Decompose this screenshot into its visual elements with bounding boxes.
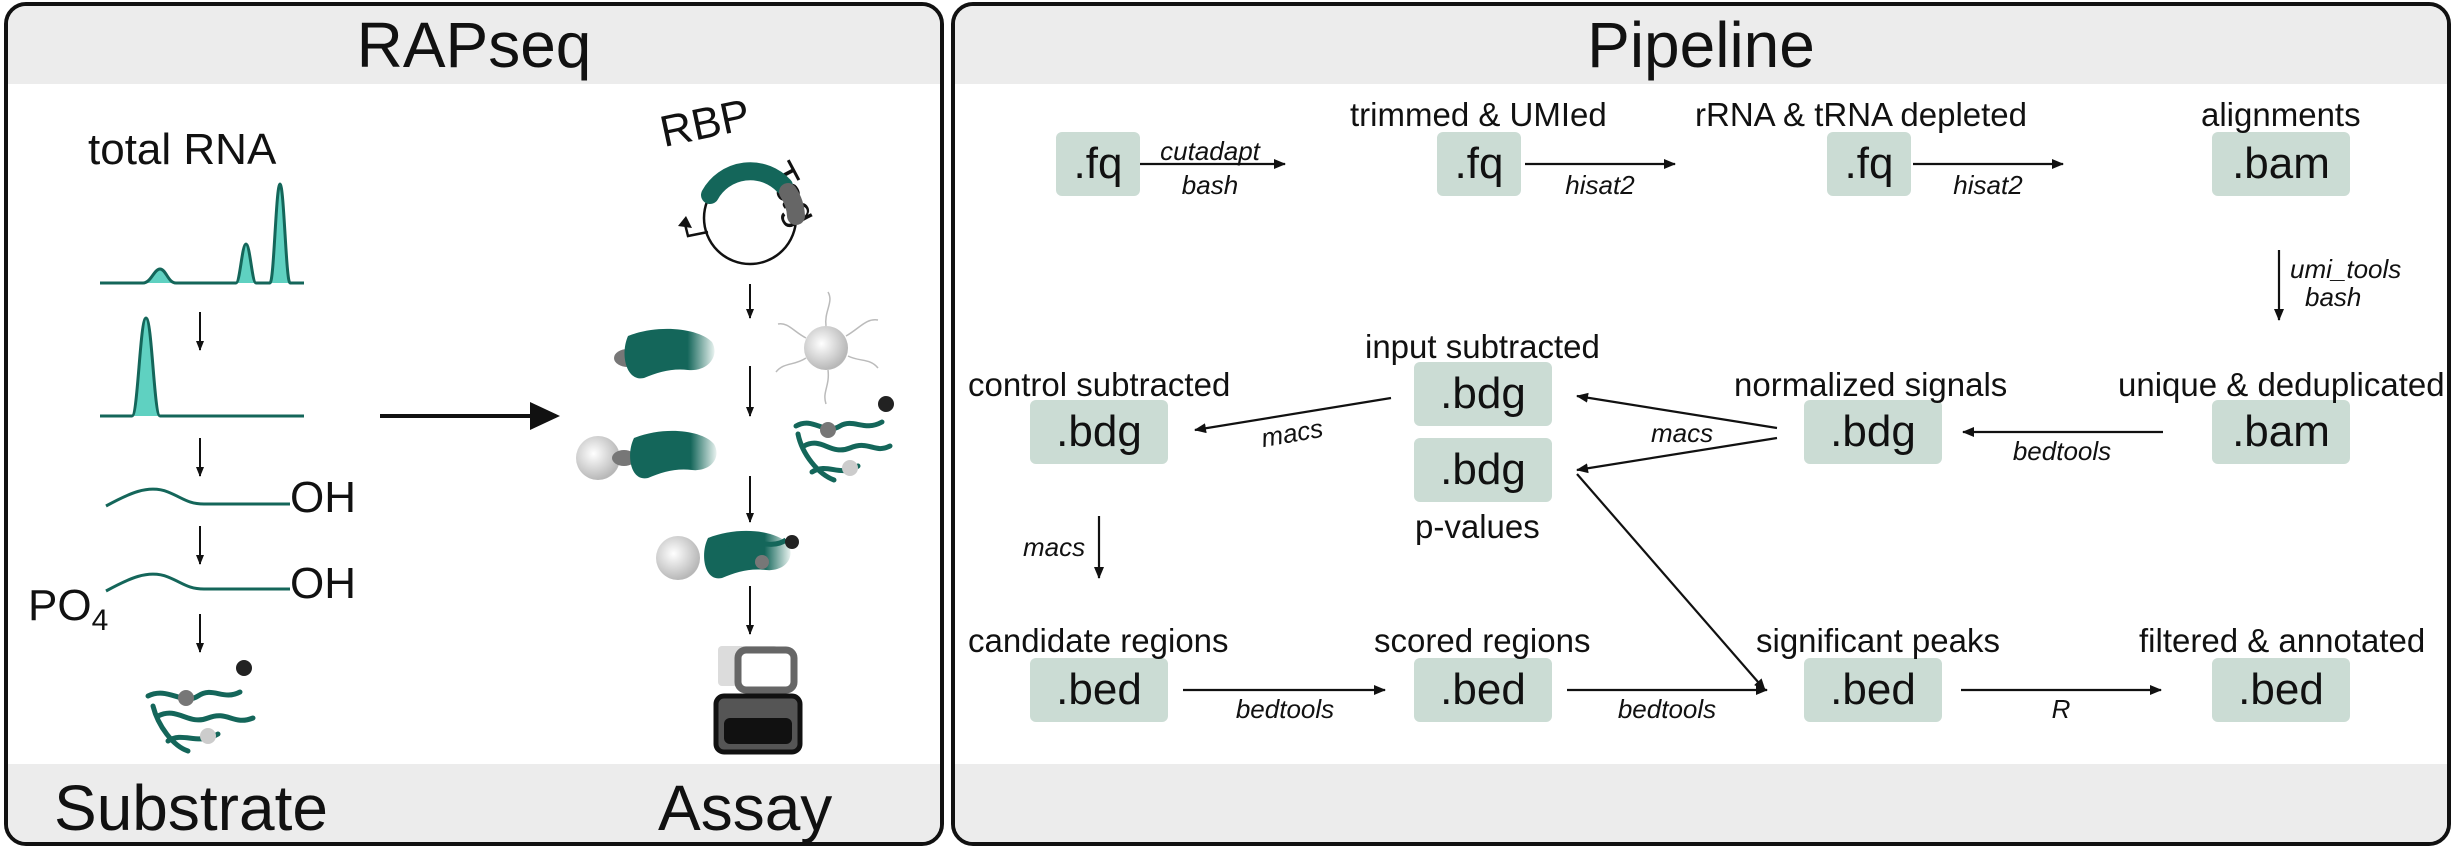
file-bdg-normalized: .bdg xyxy=(1804,400,1942,464)
label-significant: significant peaks xyxy=(1756,622,2000,659)
file-fq-raw: .fq xyxy=(1056,132,1140,196)
edge-normalized-to-pvalues xyxy=(1576,436,1778,474)
file-bdg-pvalues: .bdg xyxy=(1414,438,1552,502)
po4-subscript: 4 xyxy=(91,603,109,637)
tool-macs-3: macs xyxy=(1023,532,1086,562)
folded-rna-substrate-icon xyxy=(145,660,256,754)
tool-hisat2-2: hisat2 xyxy=(1953,170,2023,200)
substrate-to-assay-arrowhead xyxy=(530,402,560,430)
pipeline-panel: Pipeline .fq .fq .fq .bam .bam .bdg . xyxy=(951,2,2451,846)
rbp-rna-complex-icon xyxy=(656,530,799,580)
tool-bash-1: bash xyxy=(1181,170,1239,200)
label-candidate: candidate regions xyxy=(968,622,1229,659)
rna-strand-po4-oh xyxy=(105,572,290,593)
tool-macs-1: macs xyxy=(1651,418,1714,448)
rna-profile-total xyxy=(100,182,304,285)
label-pvalues: p-values xyxy=(1415,508,1540,545)
tool-bedtools-2: bedtools xyxy=(1235,694,1335,724)
bead-bound-rbp-icon xyxy=(576,430,717,480)
edge-normalized-to-input xyxy=(1576,392,1778,430)
file-bed-scored: .bed xyxy=(1414,658,1552,722)
file-bed-significant: .bed xyxy=(1804,658,1942,722)
assay-label: Assay xyxy=(658,772,833,844)
edge-input-to-control xyxy=(1194,396,1392,434)
label-control-subtracted: control subtracted xyxy=(968,366,1231,403)
tool-bedtools-1: bedtools xyxy=(2012,436,2112,466)
label-alignments: alignments xyxy=(2201,96,2361,133)
file-bdg-input: .bdg xyxy=(1414,362,1552,426)
oh-label-1: OH xyxy=(290,473,356,522)
file-fq-trimmed: .fq xyxy=(1437,132,1521,196)
substrate-label: Substrate xyxy=(54,772,328,844)
pipeline-footer-band xyxy=(955,764,2447,842)
rna-strand-oh xyxy=(105,487,290,508)
file-bdg-control: .bdg xyxy=(1030,400,1168,464)
tool-r: R xyxy=(2051,694,2071,724)
rna-profile-selected xyxy=(100,316,304,418)
substrate-assay-illustration xyxy=(100,162,894,755)
tool-hisat2-1: hisat2 xyxy=(1565,170,1635,200)
label-input-subtracted: input subtracted xyxy=(1365,328,1600,365)
rapseq-title: RAPseq xyxy=(8,6,940,84)
po4-label: PO4 xyxy=(28,581,109,637)
label-normalized: normalized signals xyxy=(1734,366,2008,403)
rna-pool-icon xyxy=(793,396,894,483)
total-rna-label: total RNA xyxy=(88,125,277,174)
file-bed-candidate: .bed xyxy=(1030,658,1168,722)
file-bed-filtered: .bed xyxy=(2212,658,2350,722)
rapseq-footer-band xyxy=(8,764,940,842)
file-bam-dedup: .bam xyxy=(2212,400,2350,464)
tool-bedtools-3: bedtools xyxy=(1617,694,1717,724)
label-unique: unique & deduplicated xyxy=(2118,366,2445,403)
rbp-protein-icon xyxy=(614,328,715,379)
tool-umi-tools: umi_tools xyxy=(2290,254,2402,284)
oh-label-2: OH xyxy=(290,559,356,608)
tool-bash-2: bash xyxy=(2305,282,2362,312)
rapseq-panel: RAPseq total RNA OH OH PO4 RBP Tag + + S… xyxy=(4,2,944,846)
streptavidin-bead-icon xyxy=(775,291,879,405)
tool-cutadapt: cutadapt xyxy=(1160,136,1260,166)
label-trimmed: trimmed & UMIed xyxy=(1350,96,1607,133)
sequencer-icon xyxy=(713,646,803,755)
label-depleted: rRNA & tRNA depleted xyxy=(1695,96,2027,133)
pipeline-title: Pipeline xyxy=(955,6,2447,84)
file-fq-depleted: .fq xyxy=(1827,132,1911,196)
plasmid-icon xyxy=(678,162,805,266)
edge-pvalues-to-significant xyxy=(1576,473,1766,691)
pipeline-arrows xyxy=(1094,159,2284,695)
label-scored: scored regions xyxy=(1374,622,1591,659)
label-filtered: filtered & annotated xyxy=(2139,622,2426,659)
file-bam-aligned: .bam xyxy=(2212,132,2350,196)
